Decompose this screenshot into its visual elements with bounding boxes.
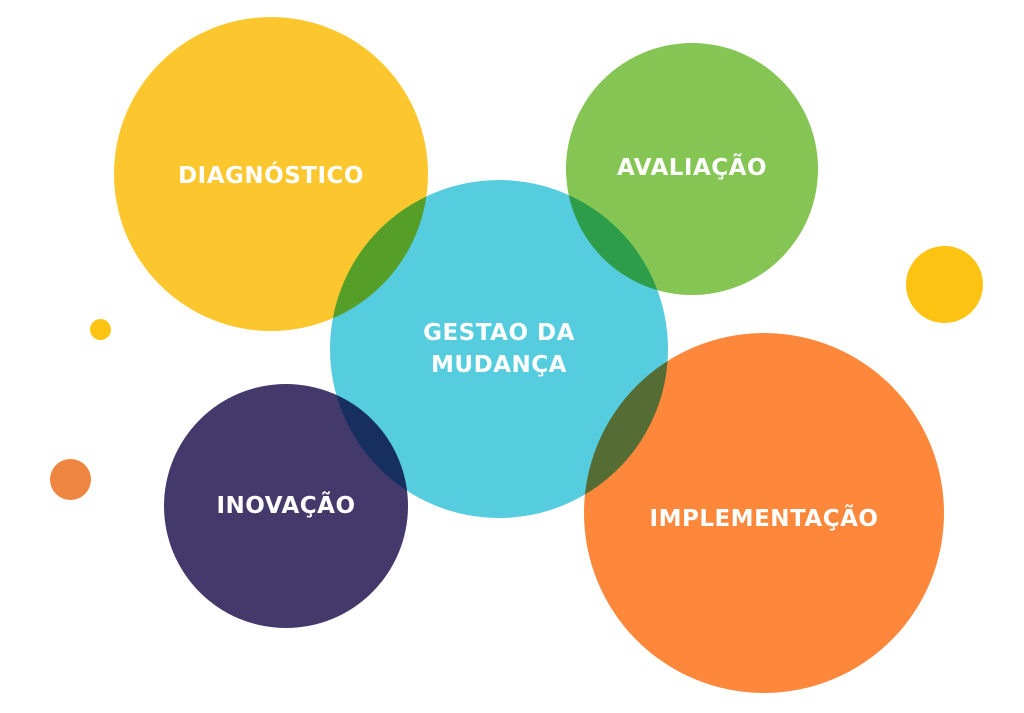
center-label-line-1: GESTAO DA	[423, 320, 575, 346]
gestao-da-mudanca-circle	[330, 180, 668, 518]
diagnostico-label: DIAGNÓSTICO	[178, 163, 364, 189]
implementacao-label: IMPLEMENTAÇÃO	[649, 506, 879, 532]
gestao-da-mudanca-label: GESTAO DA MUDANÇA	[330, 317, 668, 381]
decorative-dot-yellow-small	[90, 319, 111, 340]
decorative-dot-orange-small	[50, 459, 91, 500]
avaliacao-label: AVALIAÇÃO	[616, 155, 768, 181]
inovacao-label: INOVAÇÃO	[216, 493, 356, 519]
decorative-dot-yellow-large	[906, 246, 983, 323]
center-label-line-2: MUDANÇA	[431, 352, 567, 378]
